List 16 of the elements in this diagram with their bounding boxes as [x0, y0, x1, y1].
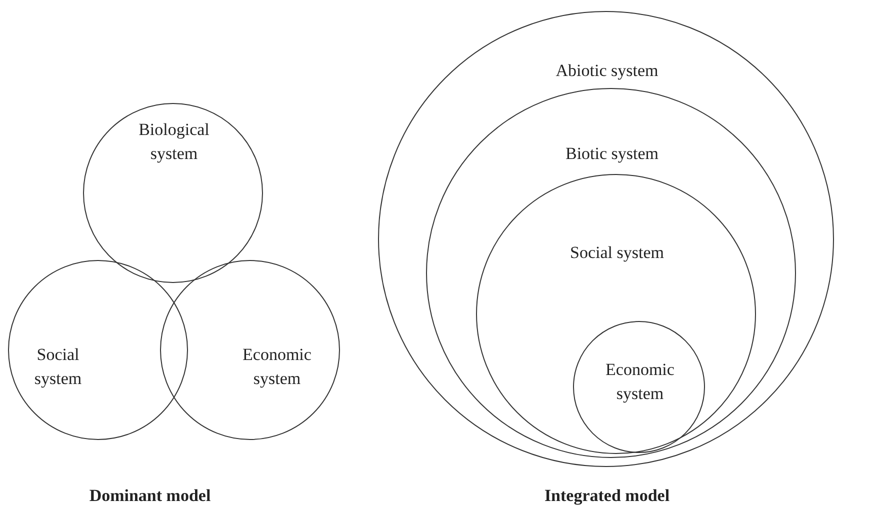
system-circle [378, 11, 834, 467]
system-label: Abiotic system [554, 60, 660, 82]
system-label: Biological system [138, 119, 210, 165]
system-circle [83, 103, 263, 283]
system-circle [426, 88, 796, 458]
system-circle [573, 321, 705, 453]
system-label: Social system [33, 344, 83, 390]
system-label: Social system [569, 242, 665, 264]
system-label: Economic system [242, 344, 312, 390]
system-label: Economic system [604, 359, 676, 405]
system-circle [476, 174, 756, 454]
system-label: Biotic system [564, 143, 660, 165]
system-circle [8, 260, 188, 440]
model-caption: Integrated model [543, 486, 671, 506]
model-caption: Dominant model [88, 486, 212, 506]
system-circle [160, 260, 340, 440]
